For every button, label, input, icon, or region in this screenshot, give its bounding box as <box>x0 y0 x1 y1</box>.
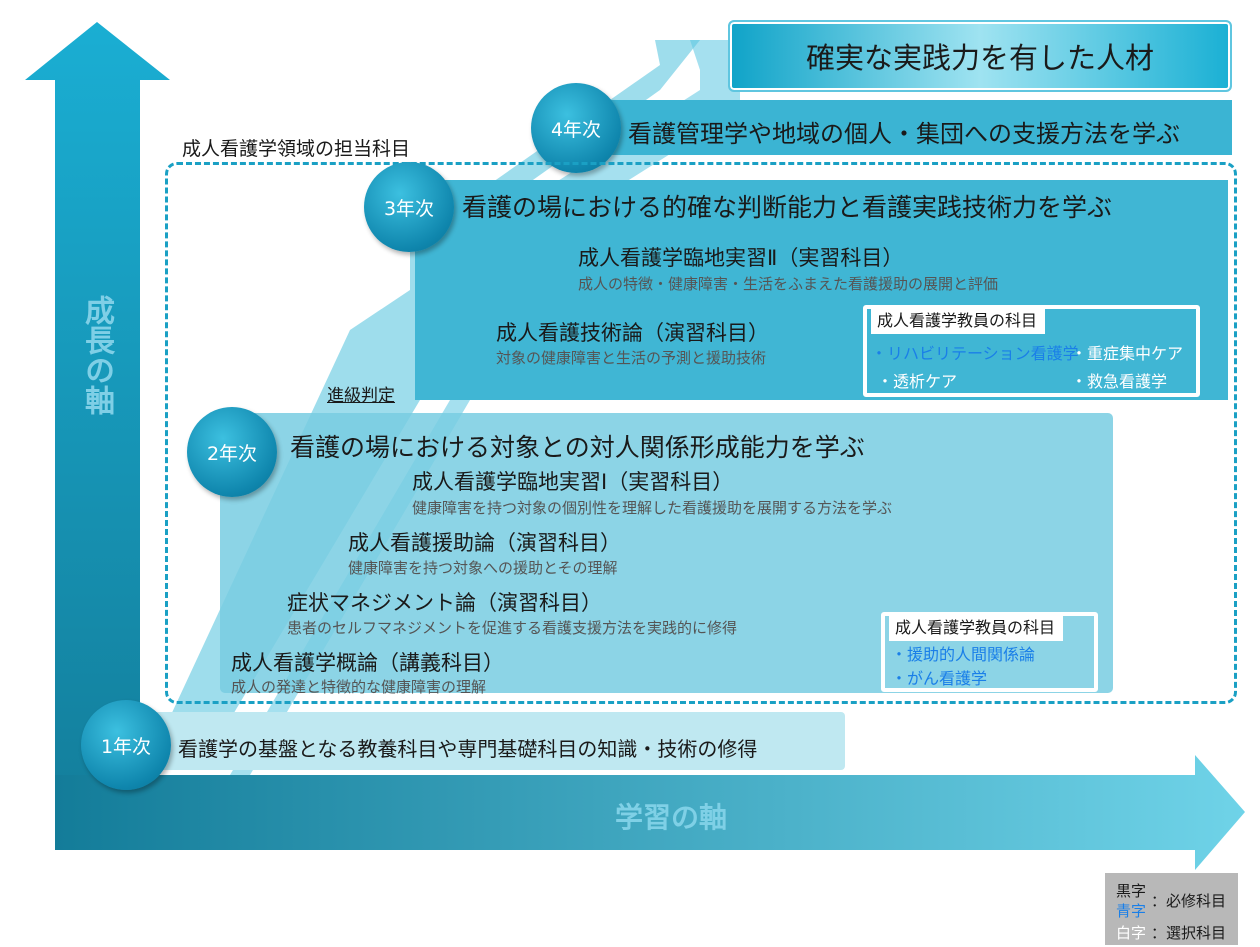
legend-blue: 青字 <box>1116 902 1147 920</box>
subject-desc: 健康障害を持つ対象への援助とその理解 <box>348 559 618 577</box>
legend-required: ：必修科目 <box>1151 892 1227 910</box>
legend-white: 白字 <box>1116 924 1147 942</box>
year3-badge: 3年次 <box>364 162 454 252</box>
year2-badge: 2年次 <box>187 407 277 497</box>
subject-desc: 成人の発達と特徴的な健康障害の理解 <box>231 678 487 696</box>
faculty-label: 成人看護学教員の科目 <box>871 305 1046 334</box>
subject-title: 症状マネジメント論（演習科目） <box>287 591 602 615</box>
year3-box <box>415 180 1228 400</box>
faculty-item: ・がん看護学 <box>891 669 988 688</box>
year1-heading: 看護学の基盤となる教養科目や専門基礎科目の知識・技術の修得 <box>178 737 758 761</box>
subject-title: 成人看護学概論（講義科目） <box>231 651 504 675</box>
subject-desc: 成人の特徴・健康障害・生活をふまえた看護援助の展開と評価 <box>578 275 999 293</box>
year4-bar <box>585 100 1232 155</box>
year2-box <box>220 413 1113 693</box>
year2-faculty-box: 成人看護学教員の科目 ・援助的人間関係論 ・がん看護学 <box>881 612 1098 692</box>
subject-desc: 患者のセルフマネジメントを促進する看護支援方法を実践的に修得 <box>287 619 738 637</box>
faculty-item: ・透析ケア <box>877 372 958 391</box>
faculty-label: 成人看護学教員の科目 <box>889 612 1064 641</box>
year4-heading: 看護管理学や地域の個人・集団への支援方法を学ぶ <box>628 120 1180 148</box>
subject-desc: 対象の健康障害と生活の予測と援助技術 <box>496 349 767 367</box>
promotion-label: 進級判定 <box>327 386 395 406</box>
year3-faculty-box: 成人看護学教員の科目 ・リハビリテーション看護学 ・重症集中ケア ・透析ケア ・… <box>863 305 1200 397</box>
faculty-item: ・援助的人間関係論 <box>891 645 1036 664</box>
subject-title: 成人看護援助論（演習科目） <box>348 531 621 555</box>
faculty-item: ・重症集中ケア <box>1071 344 1184 363</box>
title-text: 確実な実践力を有した人材 <box>805 41 1154 75</box>
subject-desc: 健康障害を持つ対象の個別性を理解した看護援助を展開する方法を学ぶ <box>412 499 893 517</box>
horizontal-axis-arrow <box>55 755 1245 870</box>
subject-title: 成人看護技術論（演習科目） <box>496 321 769 345</box>
year4-badge: 4年次 <box>531 83 621 173</box>
subject-title: 成人看護学臨地実習Ⅰ（実習科目） <box>412 470 734 494</box>
year1-badge: 1年次 <box>81 700 171 790</box>
year3-heading: 看護の場における的確な判断能力と看護実践技術力を学ぶ <box>462 193 1113 222</box>
title-box: 確実な実践力を有した人材 <box>728 20 1232 92</box>
legend-elective: ：選択科目 <box>1151 924 1227 942</box>
domain-dashed-frame <box>165 162 1237 704</box>
vertical-axis-arrow <box>25 22 170 850</box>
horizontal-axis-label: 学習の軸 <box>615 801 728 834</box>
legend-box: 黒字 青字 ：必修科目 白字 ：選択科目 <box>1105 873 1238 945</box>
year2-heading: 看護の場における対象との対人関係形成能力を学ぶ <box>290 433 865 462</box>
vertical-axis-label: 成長の軸 <box>79 295 114 415</box>
domain-label: 成人看護学領域の担当科目 <box>182 138 411 160</box>
subject-title: 成人看護学臨地実習Ⅱ（実習科目） <box>578 246 904 270</box>
faculty-item: ・救急看護学 <box>1071 372 1168 391</box>
faculty-item: ・リハビリテーション看護学 <box>871 344 1079 363</box>
legend-black: 黒字 <box>1116 882 1147 900</box>
year1-bar <box>120 712 845 770</box>
